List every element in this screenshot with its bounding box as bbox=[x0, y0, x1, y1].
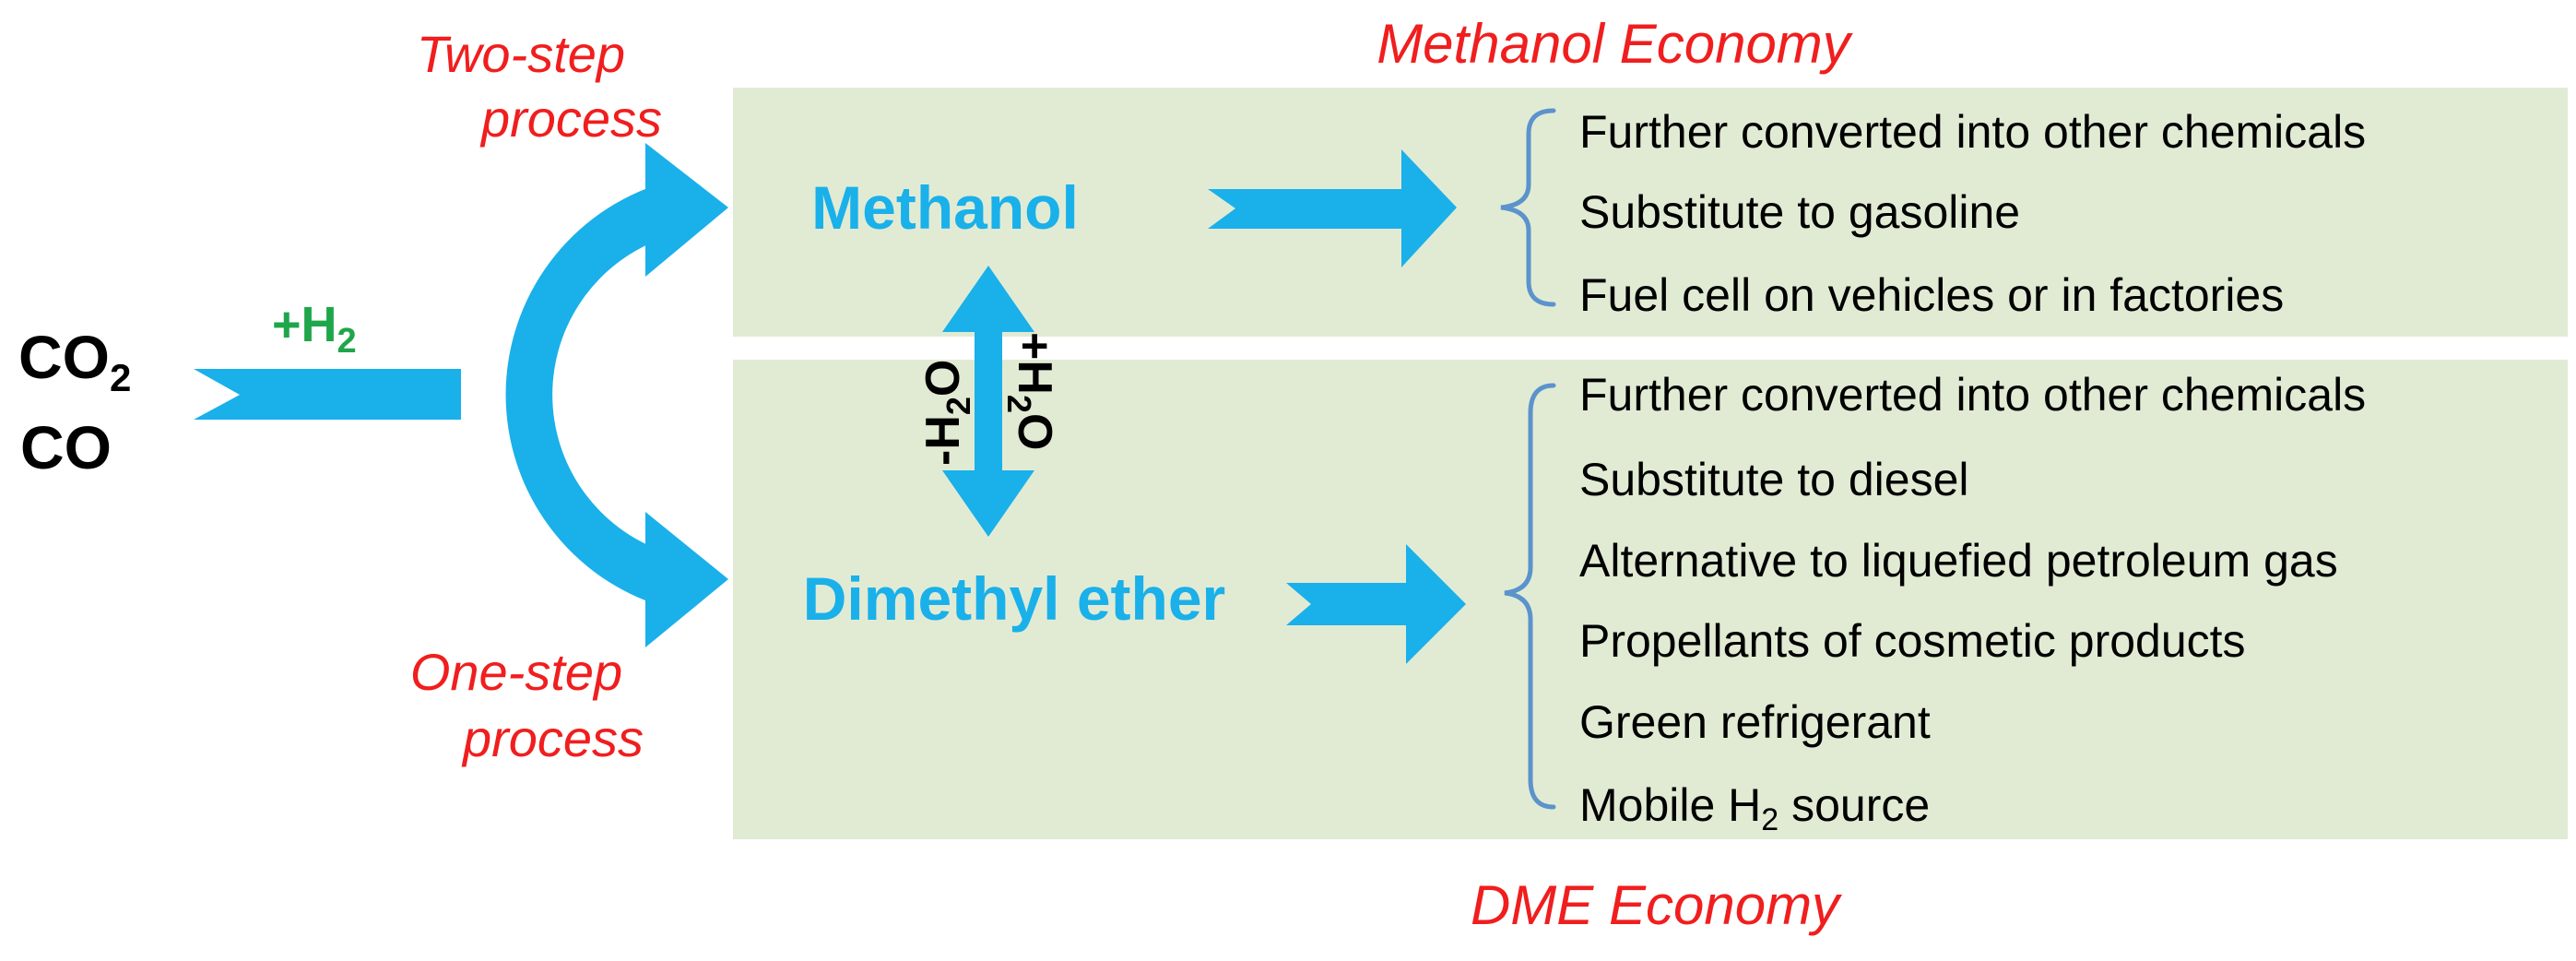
hydrogen-label: +H2 bbox=[272, 297, 357, 361]
plus-water-label: +H2O bbox=[1000, 332, 1061, 450]
dme-use-item: Alternative to liquefied petroleum gas bbox=[1579, 535, 2338, 587]
dme-output-arrow bbox=[1286, 544, 1466, 664]
methanol-use-item: Fuel cell on vehicles or in factories bbox=[1579, 269, 2284, 321]
dme-use-item-mobile-h2: Mobile H2 source bbox=[1579, 779, 1930, 837]
minus-water-label: -H2O bbox=[916, 360, 977, 466]
methanol-use-item: Substitute to gasoline bbox=[1579, 186, 2020, 238]
methanol-label: Methanol bbox=[811, 173, 1079, 242]
one-step-process-label-2: process bbox=[461, 709, 644, 767]
one-step-arrowhead bbox=[645, 512, 728, 647]
dme-use-item: Propellants of cosmetic products bbox=[1579, 615, 2246, 667]
co2-label: CO2 bbox=[18, 323, 131, 399]
dme-label: Dimethyl ether bbox=[803, 564, 1225, 633]
methanol-economy-panel bbox=[733, 88, 2568, 337]
dme-use-item: Green refrigerant bbox=[1579, 696, 1931, 748]
methanol-uses-brace bbox=[1500, 108, 1556, 307]
methanol-use-item: Further converted into other chemicals bbox=[1579, 106, 2366, 158]
split-arc bbox=[505, 183, 664, 607]
dme-use-item: Substitute to diesel bbox=[1579, 454, 1969, 505]
feed-arrow bbox=[194, 369, 461, 420]
interconversion-arrow bbox=[942, 266, 1034, 537]
two-step-process-label-1: Two-step bbox=[417, 25, 625, 83]
methanol-output-arrow bbox=[1208, 149, 1457, 267]
two-step-process-label-2: process bbox=[479, 89, 662, 148]
co-label: CO bbox=[20, 413, 112, 481]
two-step-arrowhead bbox=[645, 143, 728, 277]
dme-economy-label: DME Economy bbox=[1471, 874, 1843, 936]
one-step-process-label-1: One-step bbox=[410, 643, 622, 701]
dme-use-item: Further converted into other chemicals bbox=[1579, 369, 2366, 421]
dme-economy-panel bbox=[733, 360, 2568, 839]
dme-uses-brace bbox=[1504, 383, 1556, 810]
methanol-economy-label: Methanol Economy bbox=[1377, 13, 1854, 75]
